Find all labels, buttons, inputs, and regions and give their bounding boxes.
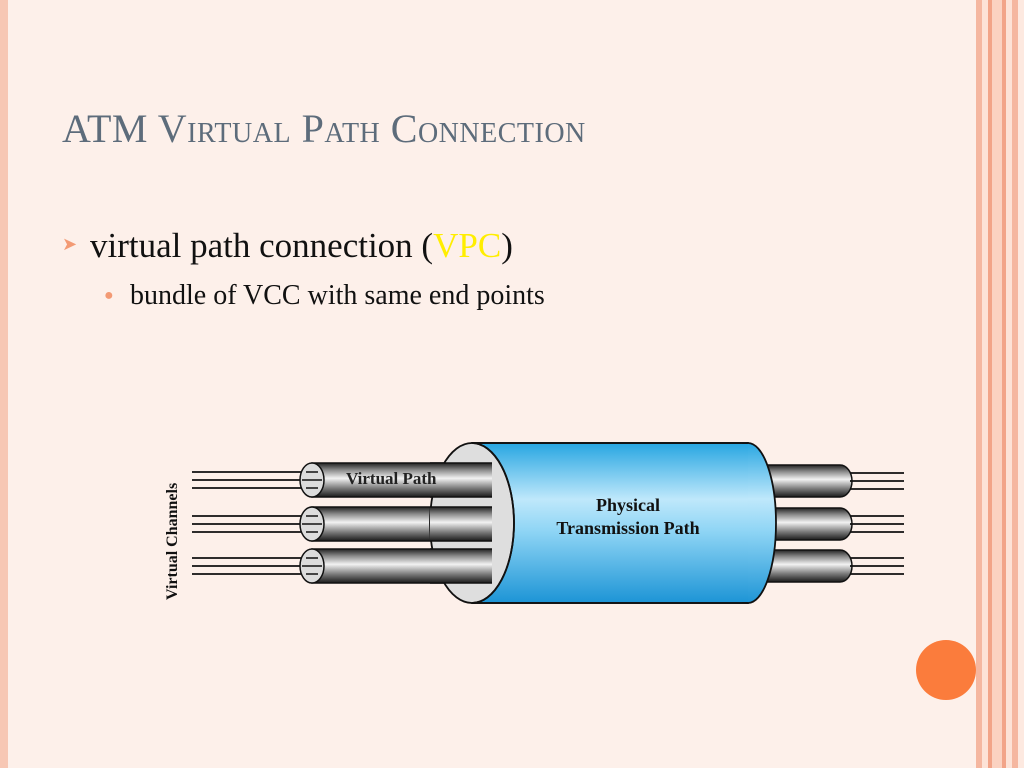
label-virtual-path: Virtual Path (346, 469, 437, 488)
vpc-diagram: Virtual Channels Virtual Path Physical T… (164, 442, 904, 604)
label-virtual-channels: Virtual Channels (164, 483, 181, 600)
bullet-level2: ● bundle of VCC with same end points (104, 280, 545, 312)
bullet-level2-text: bundle of VCC with same end points (130, 280, 545, 311)
bullet-level1-suffix: ) (501, 226, 513, 265)
slide-title: ATM Virtual Path Connection (62, 106, 586, 151)
label-physical-line1: Physical (596, 495, 660, 515)
arrow-bullet-icon: ➤ (62, 234, 78, 255)
left-decorative-stripe (0, 0, 8, 768)
decorative-orange-circle (916, 640, 976, 700)
bullet-level1-highlight: VPC (433, 226, 502, 265)
dot-bullet-icon: ● (104, 287, 114, 304)
physical-transmission-path-cylinder (429, 442, 777, 604)
label-physical-line2: Transmission Path (556, 518, 699, 538)
left-virtual-channel-wires (192, 471, 310, 575)
bullet-level1-prefix: virtual path connection ( (90, 226, 434, 265)
right-virtual-channel-wires (850, 472, 904, 575)
bullet-level1: ➤ virtual path connection (VPC) (62, 226, 513, 266)
right-decorative-stripes (976, 0, 1024, 768)
